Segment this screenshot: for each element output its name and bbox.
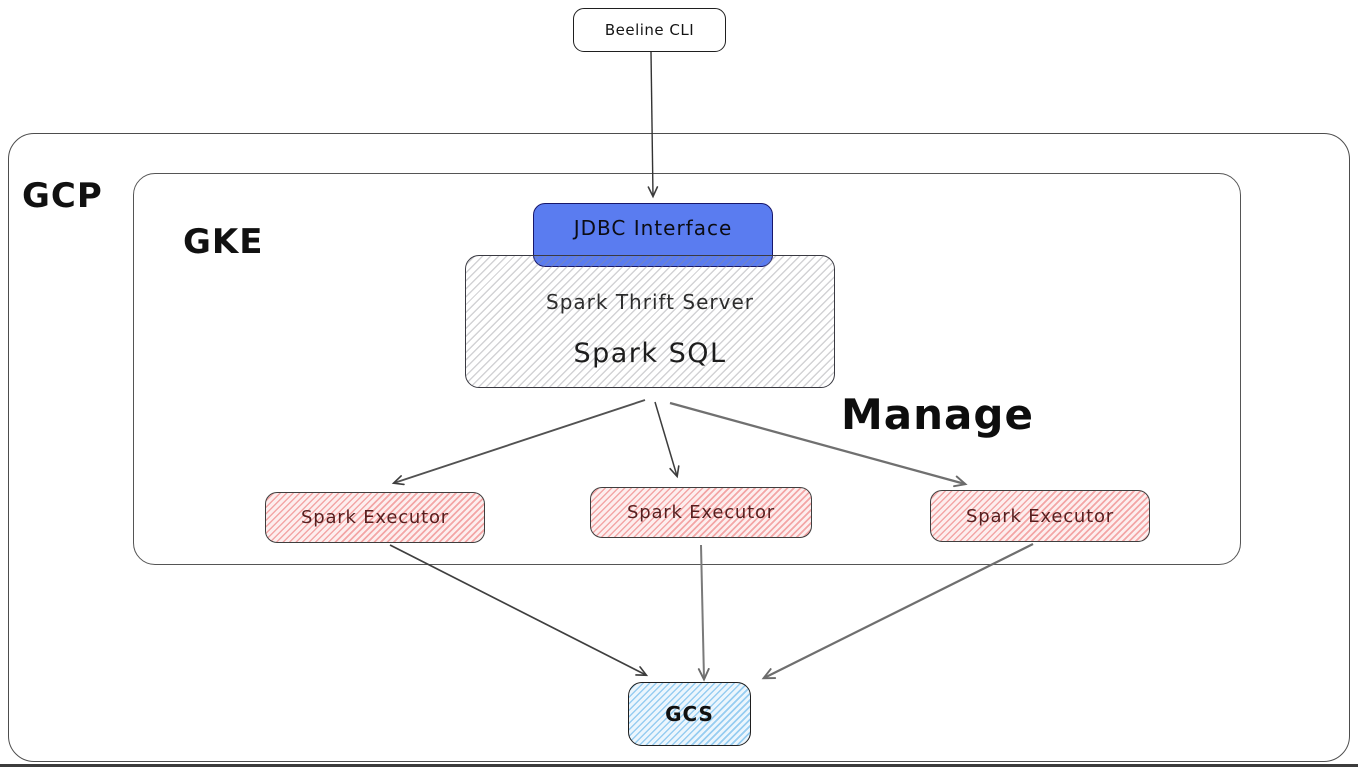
bottom-edge-line (0, 764, 1358, 767)
gke-container (133, 173, 1241, 565)
node-spark-executor-3-label: Spark Executor (966, 505, 1114, 527)
node-gcs: GCS (628, 682, 751, 746)
node-beeline-cli-label: Beeline CLI (604, 21, 695, 39)
node-beeline-cli: Beeline CLI (573, 8, 726, 52)
node-spark-executor-1-label: Spark Executor (301, 507, 449, 528)
gcp-container (8, 133, 1350, 762)
node-spark-thrift-server-title: Spark Thrift Server (546, 290, 754, 314)
node-spark-thrift-server: Spark Thrift Server Spark SQL (465, 255, 835, 388)
node-gcs-label: GCS (665, 702, 714, 726)
node-spark-sql-label: Spark SQL (573, 338, 727, 369)
node-spark-executor-1: Spark Executor (265, 492, 485, 543)
node-spark-executor-3: Spark Executor (930, 490, 1150, 542)
gke-label: GKE (183, 222, 264, 262)
node-jdbc-interface-label: JDBC Interface (573, 216, 733, 240)
node-jdbc-interface: JDBC Interface (533, 203, 773, 267)
node-spark-executor-2-label: Spark Executor (627, 502, 775, 523)
node-spark-executor-2: Spark Executor (590, 487, 812, 538)
gcp-label: GCP (22, 176, 103, 216)
manage-annotation: Manage (841, 390, 1034, 439)
